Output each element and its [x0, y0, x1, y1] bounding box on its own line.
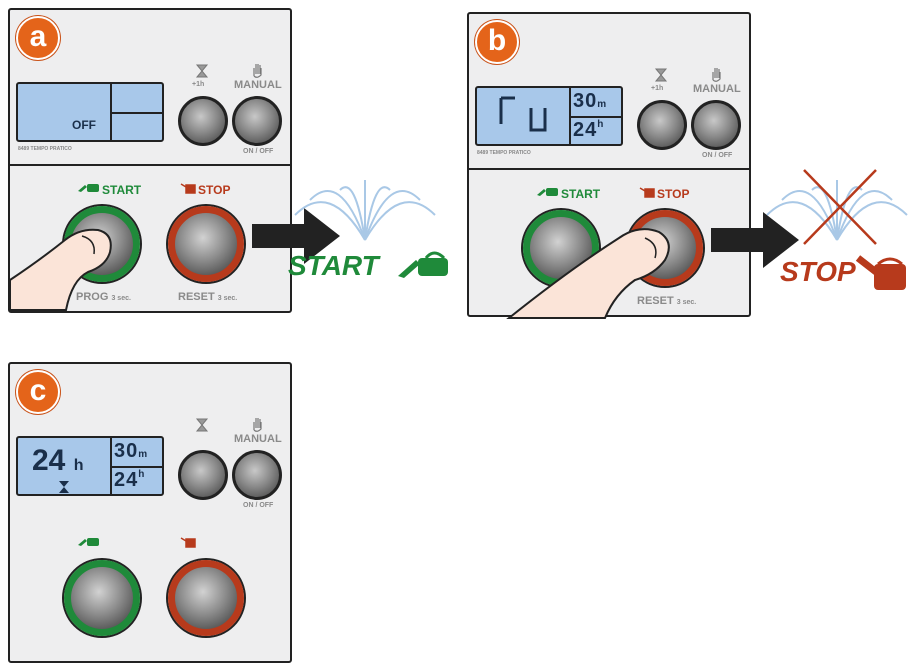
- hand-icon: [712, 68, 721, 82]
- stop-action-label: STOP: [780, 256, 856, 287]
- lcd-separator-h: [569, 116, 621, 118]
- hourglass-icon: [195, 64, 209, 78]
- reset-label: RESET 3 sec.: [178, 291, 238, 303]
- lcd-bottom-value: 24h: [114, 469, 146, 491]
- hourglass-icon: [195, 418, 209, 432]
- hourglass-icon: [59, 481, 69, 493]
- lcd-segment-graphic: [499, 96, 547, 132]
- lcd-display: 24 h 30m 24h: [16, 436, 164, 496]
- lcd-bottom-value: 24h: [573, 119, 605, 141]
- lcd-display: 30m 24h: [475, 86, 623, 146]
- lcd-model-label: 8489 TEMPO PRATICO: [18, 146, 72, 152]
- manual-label: MANUAL: [234, 79, 282, 91]
- lcd-model-label: 8489 TEMPO PRATICO: [477, 150, 531, 156]
- plus-1h-button[interactable]: [178, 450, 228, 500]
- manual-label: MANUAL: [693, 83, 741, 95]
- stop-can-icon: [855, 255, 906, 290]
- plus-1h-button[interactable]: [178, 96, 228, 146]
- panel-b: b 30m 24h 8489 TEMPO PRATICO +1h MANUAL …: [467, 12, 751, 319]
- lcd-display: OFF: [16, 82, 164, 142]
- stop-button[interactable]: [168, 560, 244, 636]
- hourglass-icon: [654, 68, 668, 82]
- stop-button[interactable]: [168, 206, 244, 282]
- on-off-label: ON / OFF: [702, 152, 733, 159]
- panel-divider: [10, 164, 290, 166]
- step-badge-a: a: [16, 16, 60, 60]
- lcd-main-value: 24 h: [32, 444, 84, 477]
- finger-icon: [9, 228, 112, 311]
- arrow-right-icon: [252, 208, 340, 264]
- panel-c: c 24 h 30m 24h MANUAL ON / OFF: [8, 362, 292, 663]
- watering-can-icon: [78, 184, 99, 192]
- start-action-label: START: [288, 250, 379, 281]
- sprinkler-spray-icon: [294, 180, 436, 241]
- stop-can-icon: [180, 537, 196, 548]
- cross-icon: [803, 169, 877, 245]
- panel-a: a OFF 8489 TEMPO PRATICO +1h MANUAL ON /…: [8, 8, 292, 313]
- stop-label: STOP: [198, 183, 231, 197]
- reset-label: RESET 3 sec.: [637, 295, 697, 307]
- manual-button[interactable]: [232, 96, 282, 146]
- watering-can-icon: [537, 188, 558, 196]
- lcd-separator-h: [110, 466, 162, 468]
- manual-button[interactable]: [691, 100, 741, 150]
- arrow-right-icon: [711, 212, 799, 268]
- start-label: START: [102, 183, 142, 197]
- watering-can-icon: [398, 251, 448, 278]
- stop-can-icon: [639, 187, 655, 198]
- start-button[interactable]: [64, 560, 140, 636]
- plus-1h-label: +1h: [192, 81, 205, 88]
- on-off-label: ON / OFF: [243, 502, 274, 509]
- watering-can-icon: [78, 538, 99, 546]
- start-label: START: [561, 187, 601, 201]
- step-badge-c: c: [16, 370, 60, 414]
- hand-icon: [253, 64, 262, 78]
- lcd-separator-h: [110, 112, 162, 114]
- manual-label: MANUAL: [234, 433, 282, 445]
- lcd-off-text: OFF: [72, 118, 96, 132]
- manual-button[interactable]: [232, 450, 282, 500]
- on-off-label: ON / OFF: [243, 148, 274, 155]
- step-badge-b: b: [475, 20, 519, 64]
- panel-divider: [469, 168, 749, 170]
- hand-icon: [253, 418, 262, 432]
- stop-label: STOP: [657, 187, 690, 201]
- stop-can-icon: [180, 183, 196, 194]
- lcd-top-value: 30m: [114, 440, 149, 462]
- prog-label: PROG 3 sec.: [76, 291, 131, 303]
- plus-1h-button[interactable]: [637, 100, 687, 150]
- lcd-top-value: 30m: [573, 90, 608, 112]
- plus-1h-label: +1h: [651, 85, 664, 92]
- finger-icon: [506, 228, 670, 319]
